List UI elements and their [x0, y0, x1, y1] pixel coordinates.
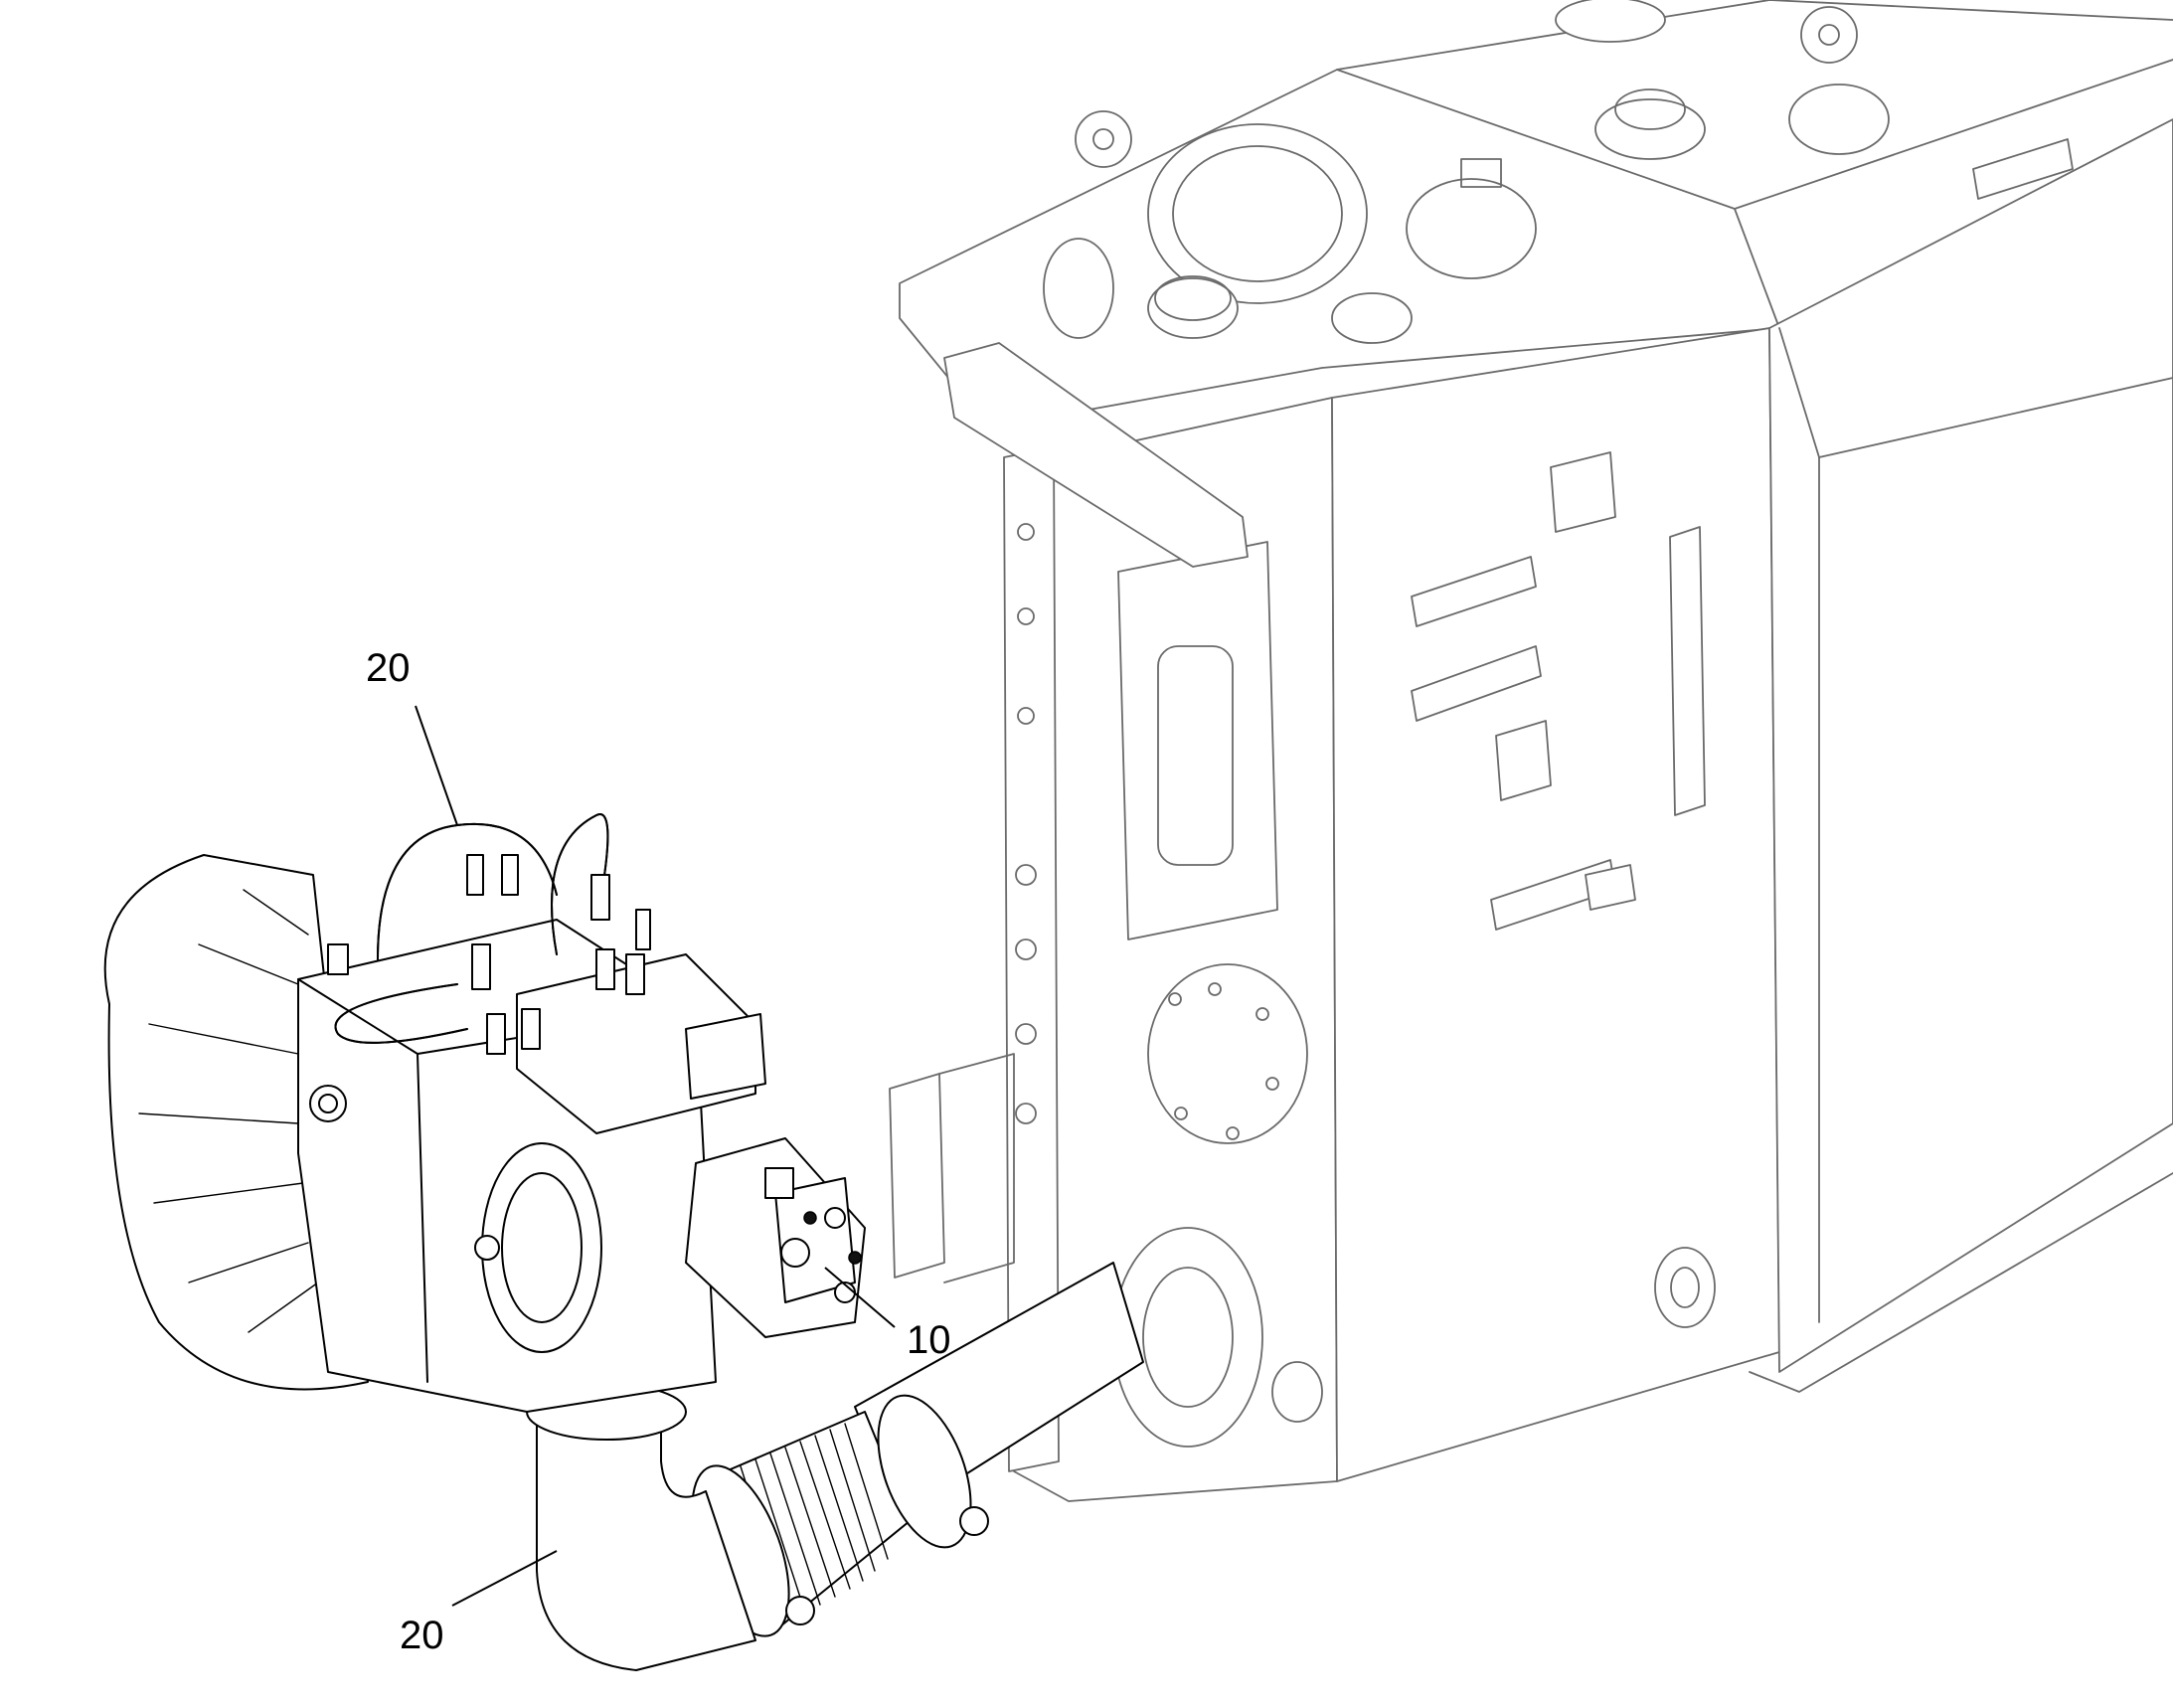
callout-label-hose-upper: 20 [366, 646, 411, 690]
hydraulic-pump-assembly [103, 813, 866, 1413]
leader-hose-upper [415, 705, 458, 826]
callout-leaders [415, 705, 896, 1607]
leader-hose-lower [451, 1550, 558, 1607]
leader-pump-gear [824, 1267, 896, 1328]
transmission-housing [889, 0, 2173, 1502]
callout-label-pump-gear: 10 [907, 1318, 951, 1362]
flex-hose-assembly [526, 1262, 1144, 1671]
callout-label-hose-lower: 20 [400, 1614, 444, 1657]
